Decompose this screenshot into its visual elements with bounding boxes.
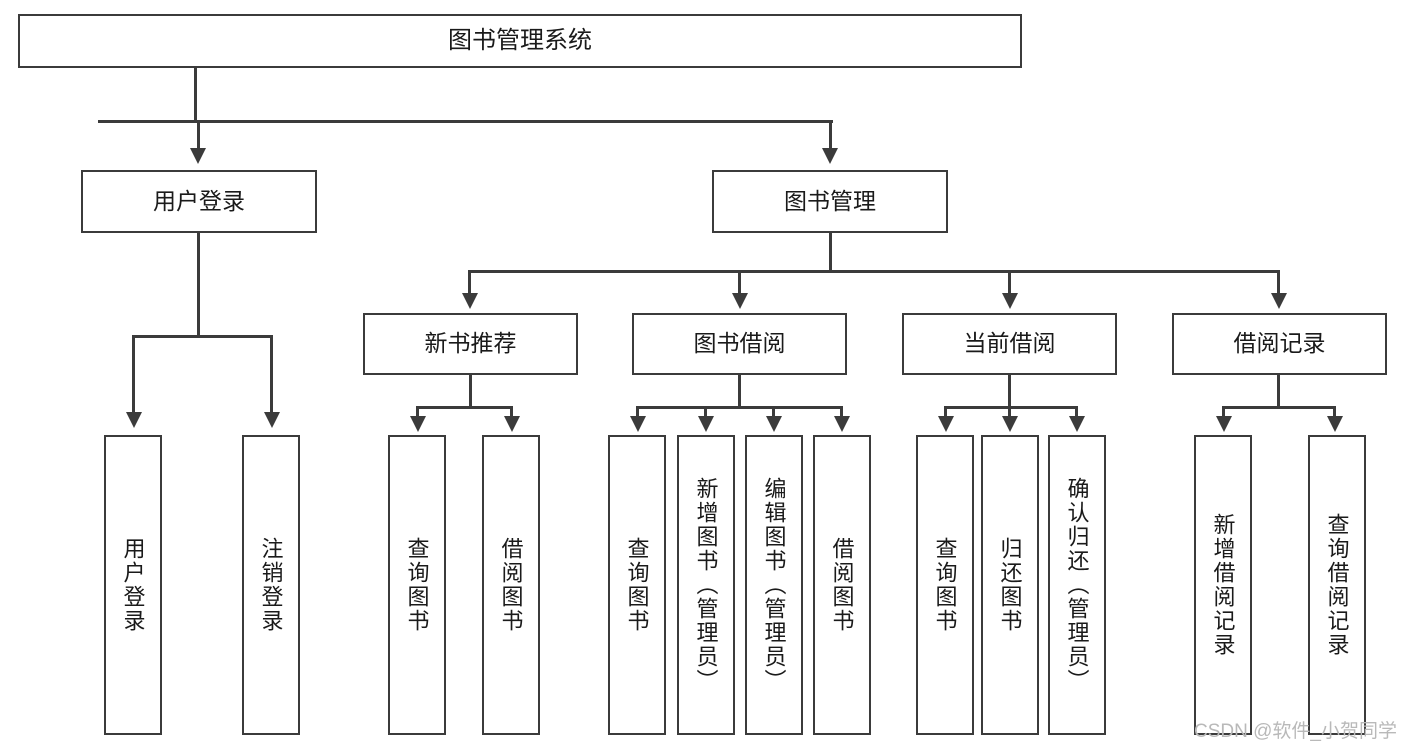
connector-br-drop-1 <box>1222 406 1225 420</box>
leaf-borrow-book-new[interactable]: 借阅图书 <box>482 435 540 735</box>
connector-user-login-stem <box>197 233 200 337</box>
arrowhead-cb-leaf-1 <box>938 416 954 432</box>
arrowhead-borrow-record <box>1271 293 1287 309</box>
leaf-add-book-admin[interactable]: 新增图书（管理员） <box>677 435 735 735</box>
arrowhead-new-book <box>462 293 478 309</box>
leaf-borrow-book[interactable]: 借阅图书 <box>813 435 871 735</box>
leaf-add-borrow-record[interactable]: 新增借阅记录 <box>1194 435 1252 735</box>
node-borrow-record[interactable]: 借阅记录 <box>1172 313 1387 375</box>
connector-root-stem <box>194 68 197 122</box>
leaf-confirm-return-admin[interactable]: 确认归还（管理员） <box>1048 435 1106 735</box>
connector-new-book-stem <box>469 375 472 408</box>
connector-borrow-book-bus <box>636 406 843 409</box>
arrowhead-br-leaf-2 <box>1327 416 1343 432</box>
connector-cb-drop-3 <box>1075 406 1078 420</box>
connector-new-book-drop-2 <box>510 406 513 420</box>
connector-current-borrow-bus <box>944 406 1078 409</box>
leaf-query-book-borrow[interactable]: 查询图书 <box>608 435 666 735</box>
connector-cb-drop-2 <box>1008 406 1011 420</box>
connector-borrow-record-bus <box>1222 406 1336 409</box>
node-root-system[interactable]: 图书管理系统 <box>18 14 1022 68</box>
leaf-user-login[interactable]: 用户登录 <box>104 435 162 735</box>
connector-level3-bus <box>468 270 1280 273</box>
connector-root-bus <box>98 120 833 123</box>
leaf-query-borrow-record[interactable]: 查询借阅记录 <box>1308 435 1366 735</box>
connector-user-login-drop-2 <box>270 335 273 415</box>
connector-bb-drop-4 <box>840 406 843 420</box>
connector-user-login-drop-1 <box>132 335 135 415</box>
arrowhead-br-leaf-1 <box>1216 416 1232 432</box>
connector-new-book-drop-1 <box>416 406 419 420</box>
arrowhead-cb-leaf-3 <box>1069 416 1085 432</box>
arrowhead-bb-leaf-1 <box>630 416 646 432</box>
connector-root-to-book-manage <box>829 120 832 150</box>
watermark-text: CSDN @软件_小贺同学 <box>1194 721 1397 742</box>
arrowhead-leaf-logout <box>264 412 280 428</box>
connector-cb-drop-1 <box>944 406 947 420</box>
leaf-return-book[interactable]: 归还图书 <box>981 435 1039 735</box>
leaf-logout[interactable]: 注销登录 <box>242 435 300 735</box>
leaf-query-book-new[interactable]: 查询图书 <box>388 435 446 735</box>
leaf-query-book-current[interactable]: 查询图书 <box>916 435 974 735</box>
node-book-management[interactable]: 图书管理 <box>712 170 948 233</box>
arrowhead-bb-leaf-3 <box>766 416 782 432</box>
connector-book-manage-stem <box>829 233 832 272</box>
connector-new-book-bus <box>416 406 513 409</box>
leaf-edit-book-admin[interactable]: 编辑图书（管理员） <box>745 435 803 735</box>
connector-bb-drop-3 <box>772 406 775 420</box>
connector-borrow-record-stem <box>1277 375 1280 408</box>
arrowhead-user-login <box>190 148 206 164</box>
node-book-borrow[interactable]: 图书借阅 <box>632 313 847 375</box>
connector-to-new-book <box>468 270 471 296</box>
connector-to-borrow-book <box>738 270 741 296</box>
node-current-borrow[interactable]: 当前借阅 <box>902 313 1117 375</box>
arrowhead-borrow-book <box>732 293 748 309</box>
arrowhead-current-borrow <box>1002 293 1018 309</box>
arrowhead-book-manage <box>822 148 838 164</box>
arrowhead-nb-leaf-1 <box>410 416 426 432</box>
arrowhead-bb-leaf-4 <box>834 416 850 432</box>
connector-bb-drop-1 <box>636 406 639 420</box>
connector-to-current-borrow <box>1008 270 1011 296</box>
arrowhead-cb-leaf-2 <box>1002 416 1018 432</box>
connector-to-borrow-record <box>1277 270 1280 296</box>
node-user-login[interactable]: 用户登录 <box>81 170 317 233</box>
arrowhead-leaf-user-login <box>126 412 142 428</box>
connector-current-borrow-stem <box>1008 375 1011 408</box>
connector-borrow-book-stem <box>738 375 741 408</box>
connector-br-drop-2 <box>1333 406 1336 420</box>
arrowhead-bb-leaf-2 <box>698 416 714 432</box>
connector-bb-drop-2 <box>704 406 707 420</box>
connector-root-to-user-login <box>197 120 200 150</box>
node-new-book-recommend[interactable]: 新书推荐 <box>363 313 578 375</box>
arrowhead-nb-leaf-2 <box>504 416 520 432</box>
connector-user-login-bus <box>132 335 273 338</box>
